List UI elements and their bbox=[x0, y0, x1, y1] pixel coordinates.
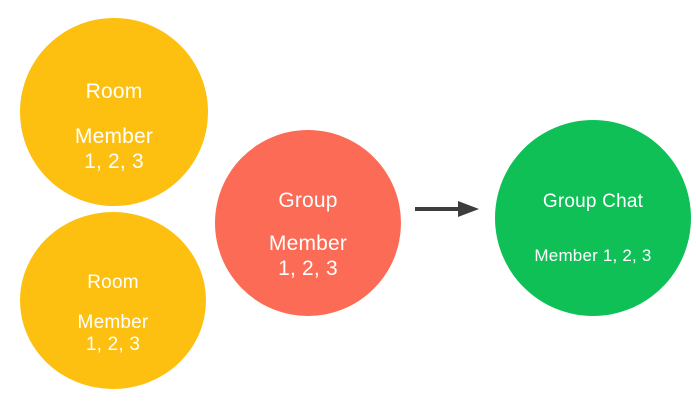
node-room-a[interactable]: Room Member 1, 2, 3 bbox=[20, 18, 208, 206]
node-members: Member 1, 2, 3 bbox=[534, 246, 652, 266]
node-room-b[interactable]: Room Member 1, 2, 3 bbox=[20, 212, 206, 389]
node-group-chat[interactable]: Group Chat Member 1, 2, 3 bbox=[495, 120, 691, 316]
node-title: Group Chat bbox=[542, 190, 644, 212]
node-members: Member 1, 2, 3 bbox=[268, 231, 348, 280]
node-group[interactable]: Group Member 1, 2, 3 bbox=[215, 130, 401, 316]
node-members: Member 1, 2, 3 bbox=[77, 311, 149, 355]
node-title: Room bbox=[85, 79, 143, 103]
node-title: Room bbox=[87, 271, 139, 293]
node-members: Member 1, 2, 3 bbox=[74, 124, 154, 173]
node-title: Group bbox=[278, 188, 338, 212]
arrow-right-icon bbox=[415, 201, 479, 217]
